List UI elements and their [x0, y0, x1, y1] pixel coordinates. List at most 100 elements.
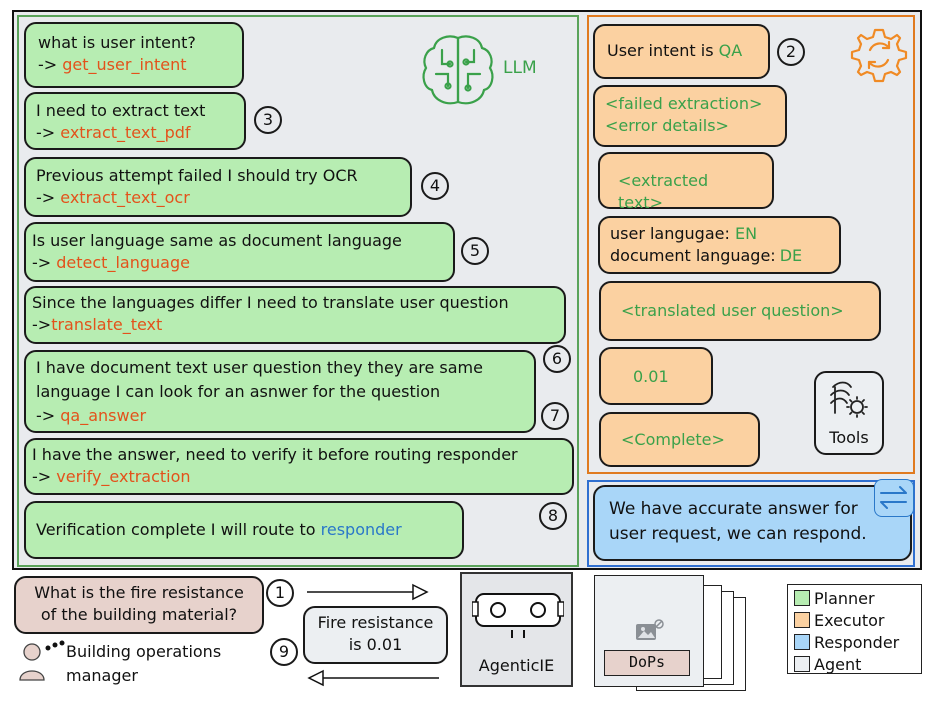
responder-panel — [587, 480, 915, 567]
planner-text: Since the languages differ I need to tra… — [32, 293, 509, 312]
document-language-label: document language: — [610, 246, 776, 265]
planner-step-extract-pdf: I need to extract text -> extract_text_p… — [24, 92, 246, 150]
planner-text: I need to extract text — [36, 101, 206, 120]
legend-item-responder: Responder — [794, 632, 915, 654]
legend-item-planner: Planner — [794, 588, 915, 610]
user-avatar-icon — [18, 640, 66, 686]
robot-icon — [471, 586, 565, 648]
planner-function: detect_language — [56, 253, 190, 272]
planner-arrow: -> — [36, 406, 61, 425]
question-line-2: of the building material? — [40, 605, 238, 624]
gear-sync-icon — [850, 26, 908, 84]
legend-item-agent: Agent — [794, 654, 915, 676]
executor-failed-extraction: <failed extraction> <error details> — [593, 85, 787, 147]
planner-arrow: -> — [36, 123, 61, 142]
intent-value: QA — [718, 41, 743, 60]
user-role-label: Building operations manager — [66, 640, 221, 688]
image-placeholder-icon — [635, 618, 665, 648]
complete-value: <Complete> — [621, 430, 725, 449]
legend: Planner Executor Responder Agent — [787, 584, 922, 674]
step-number-8: 8 — [539, 502, 567, 530]
executor-language: user langugae: EN document language:DE — [598, 216, 841, 274]
executor-panel — [587, 15, 915, 474]
agent-label: AgenticIE — [478, 656, 555, 675]
planner-arrow: -> — [32, 467, 57, 486]
planner-step-route: Verification complete I will route to re… — [24, 501, 464, 559]
legend-item-executor: Executor — [794, 610, 915, 632]
tools-label: Tools — [829, 428, 869, 447]
executor-complete: <Complete> — [599, 412, 760, 467]
planner-function: translate_text — [51, 315, 163, 334]
user-role-line-1: Building operations — [66, 642, 222, 661]
planner-text: Previous attempt failed I should try OCR — [36, 166, 358, 185]
legend-label: Agent — [814, 655, 862, 674]
planner-panel — [17, 15, 579, 567]
intent-label: User intent is — [607, 41, 719, 60]
planner-arrow: -> — [32, 253, 57, 272]
planner-text: Verification complete I will route to — [36, 520, 321, 539]
planner-arrow: -> — [36, 188, 61, 207]
planner-step-qa: I have document text user question they … — [24, 350, 536, 433]
answer-line-2: is 0.01 — [348, 635, 403, 654]
responder-line-2: user request, we can respond. — [609, 524, 867, 544]
planner-text: language I can look for an asnwer for th… — [36, 382, 441, 401]
step-number-6: 6 — [543, 345, 571, 373]
user-language-label: user langugae: — [610, 224, 735, 243]
planner-step-detect-language: Is user language same as document langua… — [24, 222, 455, 282]
step-number-3: 3 — [254, 106, 282, 134]
planner-step-verify: I have the answer, need to verify it bef… — [24, 438, 574, 495]
user-role-line-2: manager — [66, 666, 138, 685]
question-line-1: What is the fire resistance — [34, 583, 244, 602]
dops-label: DoPs — [604, 650, 690, 676]
planner-function: qa_answer — [60, 406, 147, 425]
tools-box: Tools — [814, 371, 884, 455]
planner-function: get_user_intent — [62, 55, 187, 74]
planner-function: verify_extraction — [56, 467, 191, 486]
agent-box: AgenticIE — [460, 572, 573, 687]
step-number-2: 2 — [777, 38, 805, 66]
planner-step-ocr: Previous attempt failed I should try OCR… — [24, 157, 412, 217]
planner-function: extract_text_ocr — [60, 188, 190, 207]
responder-link: responder — [320, 520, 402, 539]
executor-intent: User intent is QA — [593, 24, 770, 79]
user-language-value: EN — [734, 224, 758, 243]
step-number-5: 5 — [461, 237, 489, 265]
planner-text: I have document text user question they … — [36, 358, 483, 377]
responder-line-1: We have accurate answer for — [609, 499, 858, 519]
swap-arrows-icon — [874, 479, 914, 517]
planner-text: Is user language same as document langua… — [32, 231, 402, 250]
error-details-text: <error details> — [605, 116, 729, 135]
answer-line-1: Fire resistance — [317, 613, 434, 632]
legend-label: Planner — [814, 589, 875, 608]
user-question: What is the fire resistance of the build… — [14, 576, 264, 634]
arrow-to-user — [305, 668, 441, 688]
answer-box: Fire resistance is 0.01 — [303, 606, 448, 664]
planner-text: what is user intent? — [38, 33, 196, 52]
arrow-to-agent — [305, 582, 431, 602]
translated-question-value: <translated user question> — [621, 301, 844, 320]
failed-extraction-text: <failed extraction> — [605, 94, 763, 113]
extracted-text-value: <extracted text> — [618, 171, 709, 212]
legend-label: Executor — [814, 611, 885, 630]
document-stack: DoPs — [594, 575, 754, 691]
planner-arrow: -> — [32, 315, 52, 334]
document-language-value: DE — [779, 246, 803, 265]
planner-step-intent: what is user intent? -> get_user_intent — [24, 22, 244, 88]
planner-text: I have the answer, need to verify it bef… — [32, 445, 518, 464]
tools-icon — [820, 377, 878, 427]
executor-score: 0.01 — [599, 347, 713, 405]
planner-function: extract_text_pdf — [60, 123, 191, 142]
step-number-7: 7 — [541, 402, 569, 430]
llm-label: LLM — [503, 58, 537, 78]
step-number-1: 1 — [266, 579, 294, 607]
responder-message: We have accurate answer for user request… — [593, 485, 912, 561]
step-number-4: 4 — [421, 172, 449, 200]
score-value: 0.01 — [633, 367, 669, 386]
executor-translated: <translated user question> — [599, 281, 881, 341]
executor-extracted-text: <extracted text> — [598, 152, 774, 212]
planner-arrow: -> — [38, 55, 63, 74]
step-number-9: 9 — [270, 638, 298, 666]
planner-step-translate: Since the languages differ I need to tra… — [24, 286, 566, 344]
legend-label: Responder — [814, 633, 900, 652]
llm-brain-icon — [418, 30, 500, 110]
